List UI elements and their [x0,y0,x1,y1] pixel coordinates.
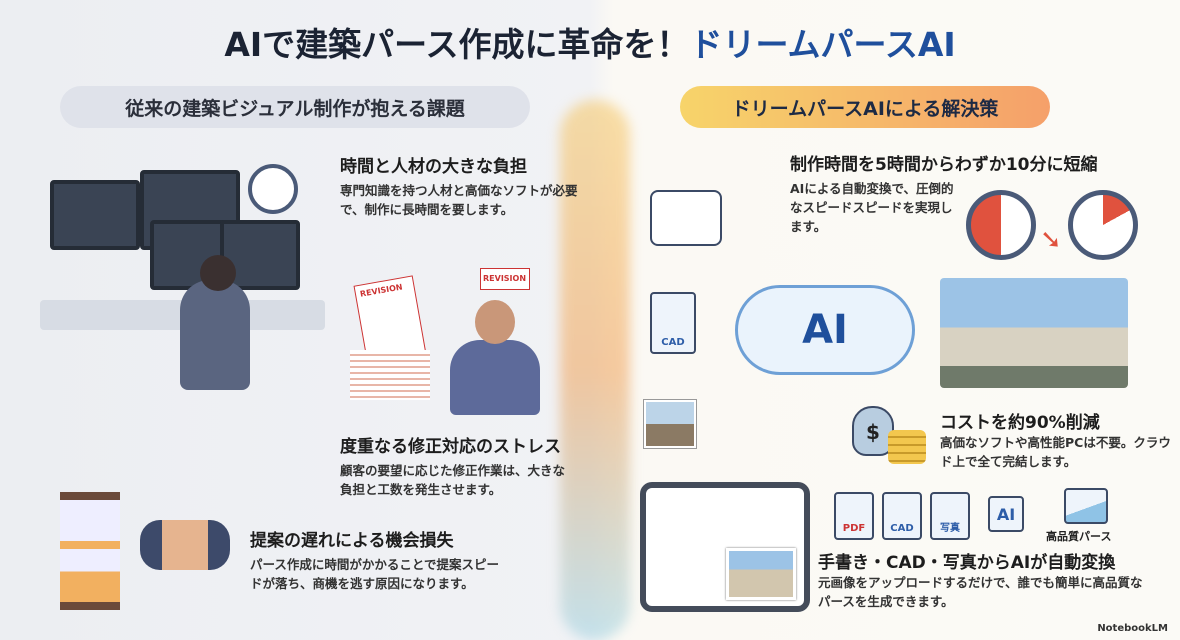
solution-1-text: AIによる自動変換で、圧倒的なスピードスピードを実現します。 [790,181,954,234]
issue-3-text: パース作成に時間がかかることで提案スピードが落ち、商機を逃す原因になります。 [250,557,500,591]
issue-1: 時間と人材の大きな負担 専門知識を持つ人材と高価なソフトが必要で、制作に長時間を… [340,152,580,219]
solution-3-text: 元画像をアップロードするだけで、誰でも簡単に高品質なパースを生成できます。 [818,575,1143,609]
solution-3-title: 手書き・CAD・写真からAIが自動変換 [818,553,1116,573]
title-main: AIで建築パース作成に革命を！ [224,25,690,64]
desk-illustration [40,160,330,440]
tablet-conversion-illustration [640,482,810,612]
revision-illustration: REVISION REVISION [350,260,560,420]
tablet-sketch-icon [650,190,722,246]
building-photo [940,278,1128,388]
handshake-icon [140,520,230,570]
construction-photo [644,400,696,448]
right-heading: ドリームパースAIによる解決策 [680,86,1050,128]
left-heading: 従来の建築ビジュアル制作が抱える課題 [60,86,530,128]
revision-label: REVISION [480,268,530,290]
clock-icon [248,164,298,214]
photo-file-icon: 写真 [930,492,970,540]
issue-3: 提案の遅れによる機会損失 パース作成に時間がかかることで提案スピードが落ち、商機… [250,526,510,593]
footer-brand: NotebookLM [1097,623,1168,634]
ai-chip-icon: AI [988,496,1024,532]
issue-1-text: 専門知識を持つ人材と高価なソフトが必要で、制作に長時間を要します。 [340,183,578,217]
pdf-file-icon: PDF [834,492,874,540]
issue-2-text: 顧客の要望に応じた修正作業は、大きな負担と工数を発生させます。 [340,463,566,497]
hourglass-icon [60,492,120,610]
solution-3: 手書き・CAD・写真からAIが自動変換 元画像をアップロードするだけで、誰でも簡… [818,548,1178,611]
stopwatch-before-icon [966,190,1036,260]
image-icon [1064,488,1108,524]
solution-1-title: 制作時間を5時間からわずか10分に短縮 [790,155,1098,175]
cad-file-icon: CAD [650,292,696,354]
arrow-icon: ➘ [1040,225,1062,255]
issue-3-title: 提案の遅れによる機会損失 [250,531,454,551]
coins-icon [888,430,926,464]
issue-1-title: 時間と人材の大きな負担 [340,157,527,177]
solution-1: 制作時間を5時間からわずか10分に短縮 AIによる自動変換で、圧倒的なスピードス… [790,150,1170,236]
cad-file-icon: CAD [882,492,922,540]
solution-2-title: コストを約90%削減 [940,413,1100,433]
money-bag-icon: $ [852,406,894,456]
title-highlight: ドリームパースAI [689,25,956,64]
high-quality-label: 高品質パース [1046,530,1112,543]
issue-2-title: 度重なる修正対応のストレス [340,437,561,457]
stopwatch-after-icon [1068,190,1138,260]
page-title: AIで建築パース作成に革命を！ドリームパースAI [0,18,1180,66]
divider-wave [560,100,630,640]
solution-2-text: 高価なソフトや高性能PCは不要。クラウド上で全て完結します。 [940,435,1171,469]
ai-cloud: AI [735,285,915,375]
issue-2: 度重なる修正対応のストレス 顧客の要望に応じた修正作業は、大きな負担と工数を発生… [340,432,570,499]
solution-2: コストを約90%削減 高価なソフトや高性能PCは不要。クラウド上で全て完結します… [940,408,1180,471]
